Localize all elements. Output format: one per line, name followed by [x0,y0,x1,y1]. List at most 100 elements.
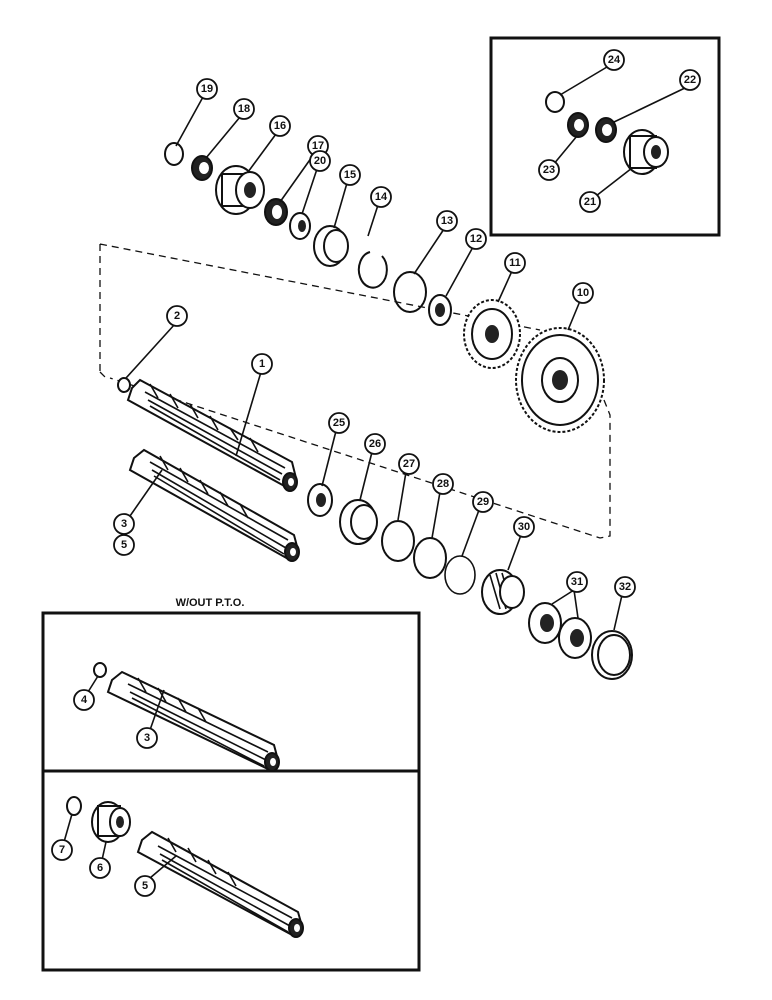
callout-28: 28 [432,473,454,495]
part-13-ring [393,271,427,313]
part-16-housing [215,165,265,215]
callout-32: 32 [614,576,636,598]
svg-text:6: 6 [97,862,103,874]
part-28-ring [413,537,447,579]
callout-16: 16 [269,115,291,137]
inset-caption: W/OUT P.T.O. [176,597,245,609]
svg-text:15: 15 [344,169,356,181]
part-2-plug [117,377,131,393]
part-30-sleeve [481,569,525,615]
callout-19: 19 [196,78,218,100]
svg-text:5: 5 [121,539,127,551]
callout-23: 23 [538,159,560,181]
callout-29: 29 [472,491,494,513]
callout-1: 1 [251,353,273,375]
part-11-gear [463,299,521,369]
leader-lines [63,63,688,879]
part-1-shaft [126,378,298,492]
svg-text:31: 31 [571,576,583,588]
callout-3: 3 [113,513,135,535]
svg-text:3: 3 [121,518,127,530]
svg-text:24: 24 [608,54,621,66]
callout-24: 24 [603,49,625,71]
part-22-bearing [595,117,617,143]
svg-text:32: 32 [619,581,631,593]
svg-text:7: 7 [59,844,65,856]
svg-text:1: 1 [259,358,265,370]
svg-text:5: 5 [142,880,148,892]
part-21-housing [623,129,669,175]
svg-text:27: 27 [403,458,415,470]
part-31-bearing-b [558,617,592,659]
svg-text:11: 11 [509,257,521,269]
svg-text:17: 17 [312,140,324,152]
part-5-shaft-inset [136,830,304,938]
svg-text:13: 13 [441,215,453,227]
part-3-shaft-inset [106,670,280,772]
callout-14: 14 [370,186,392,208]
inset-box-upper-right [489,36,721,237]
part-10-large-gear [515,327,605,433]
part-4-plug [93,662,107,678]
svg-text:30: 30 [518,521,530,533]
part-26-sleeve [339,499,378,545]
part-18-bearing [191,155,213,181]
callout-11: 11 [504,252,526,274]
callout-26: 26 [364,433,386,455]
callout-21: 21 [579,191,601,213]
part-6-housing [91,801,131,843]
part-20-bushing [289,212,311,240]
svg-text:14: 14 [375,191,388,203]
part-19-washer [164,142,184,166]
callout-27: 27 [398,453,420,475]
part-24-washer [545,91,565,113]
part-31-bearing-a [528,602,562,644]
callout-31: 31 [566,571,588,593]
part-32-ring [591,630,633,680]
callout-4: 4 [73,689,95,711]
callout-13: 13 [436,210,458,232]
svg-text:3: 3 [144,732,150,744]
svg-text:22: 22 [684,74,696,86]
svg-text:4: 4 [81,694,88,706]
part-15-sleeve [313,225,349,267]
callout-20: 20 [309,150,331,172]
callout-5-inset: 5 [134,875,156,897]
part-27-ring [381,520,415,562]
svg-text:23: 23 [543,164,555,176]
callout-3-inset: 3 [136,727,158,749]
part-3-5-shaft [128,448,300,562]
svg-text:12: 12 [470,233,482,245]
svg-text:28: 28 [437,478,449,490]
svg-text:10: 10 [577,287,589,299]
svg-text:19: 19 [201,83,213,95]
svg-text:18: 18 [238,103,250,115]
svg-text:16: 16 [274,120,286,132]
part-7-washer [66,796,82,816]
callout-25: 25 [328,412,350,434]
part-12-bearing [428,294,452,326]
part-23-bearing [567,112,589,138]
callout-12: 12 [465,228,487,250]
callout-7: 7 [51,839,73,861]
part-25-bearing [307,483,333,517]
part-29-o-ring [444,555,476,595]
callout-2: 2 [166,305,188,327]
callout-22: 22 [679,69,701,91]
svg-text:25: 25 [333,417,345,429]
part-17-seal [264,198,288,226]
callout-6: 6 [89,857,111,879]
callout-30: 30 [513,516,535,538]
svg-text:2: 2 [174,310,180,322]
svg-text:29: 29 [477,496,489,508]
callout-5: 5 [113,534,135,556]
part-14-snap-ring [357,251,388,289]
callout-18: 18 [233,98,255,120]
dashed-group-outline [99,243,611,539]
inset-box-without-pto [41,611,421,972]
svg-text:21: 21 [584,196,596,208]
svg-text:20: 20 [314,155,326,167]
callout-15: 15 [339,164,361,186]
svg-text:26: 26 [369,438,381,450]
